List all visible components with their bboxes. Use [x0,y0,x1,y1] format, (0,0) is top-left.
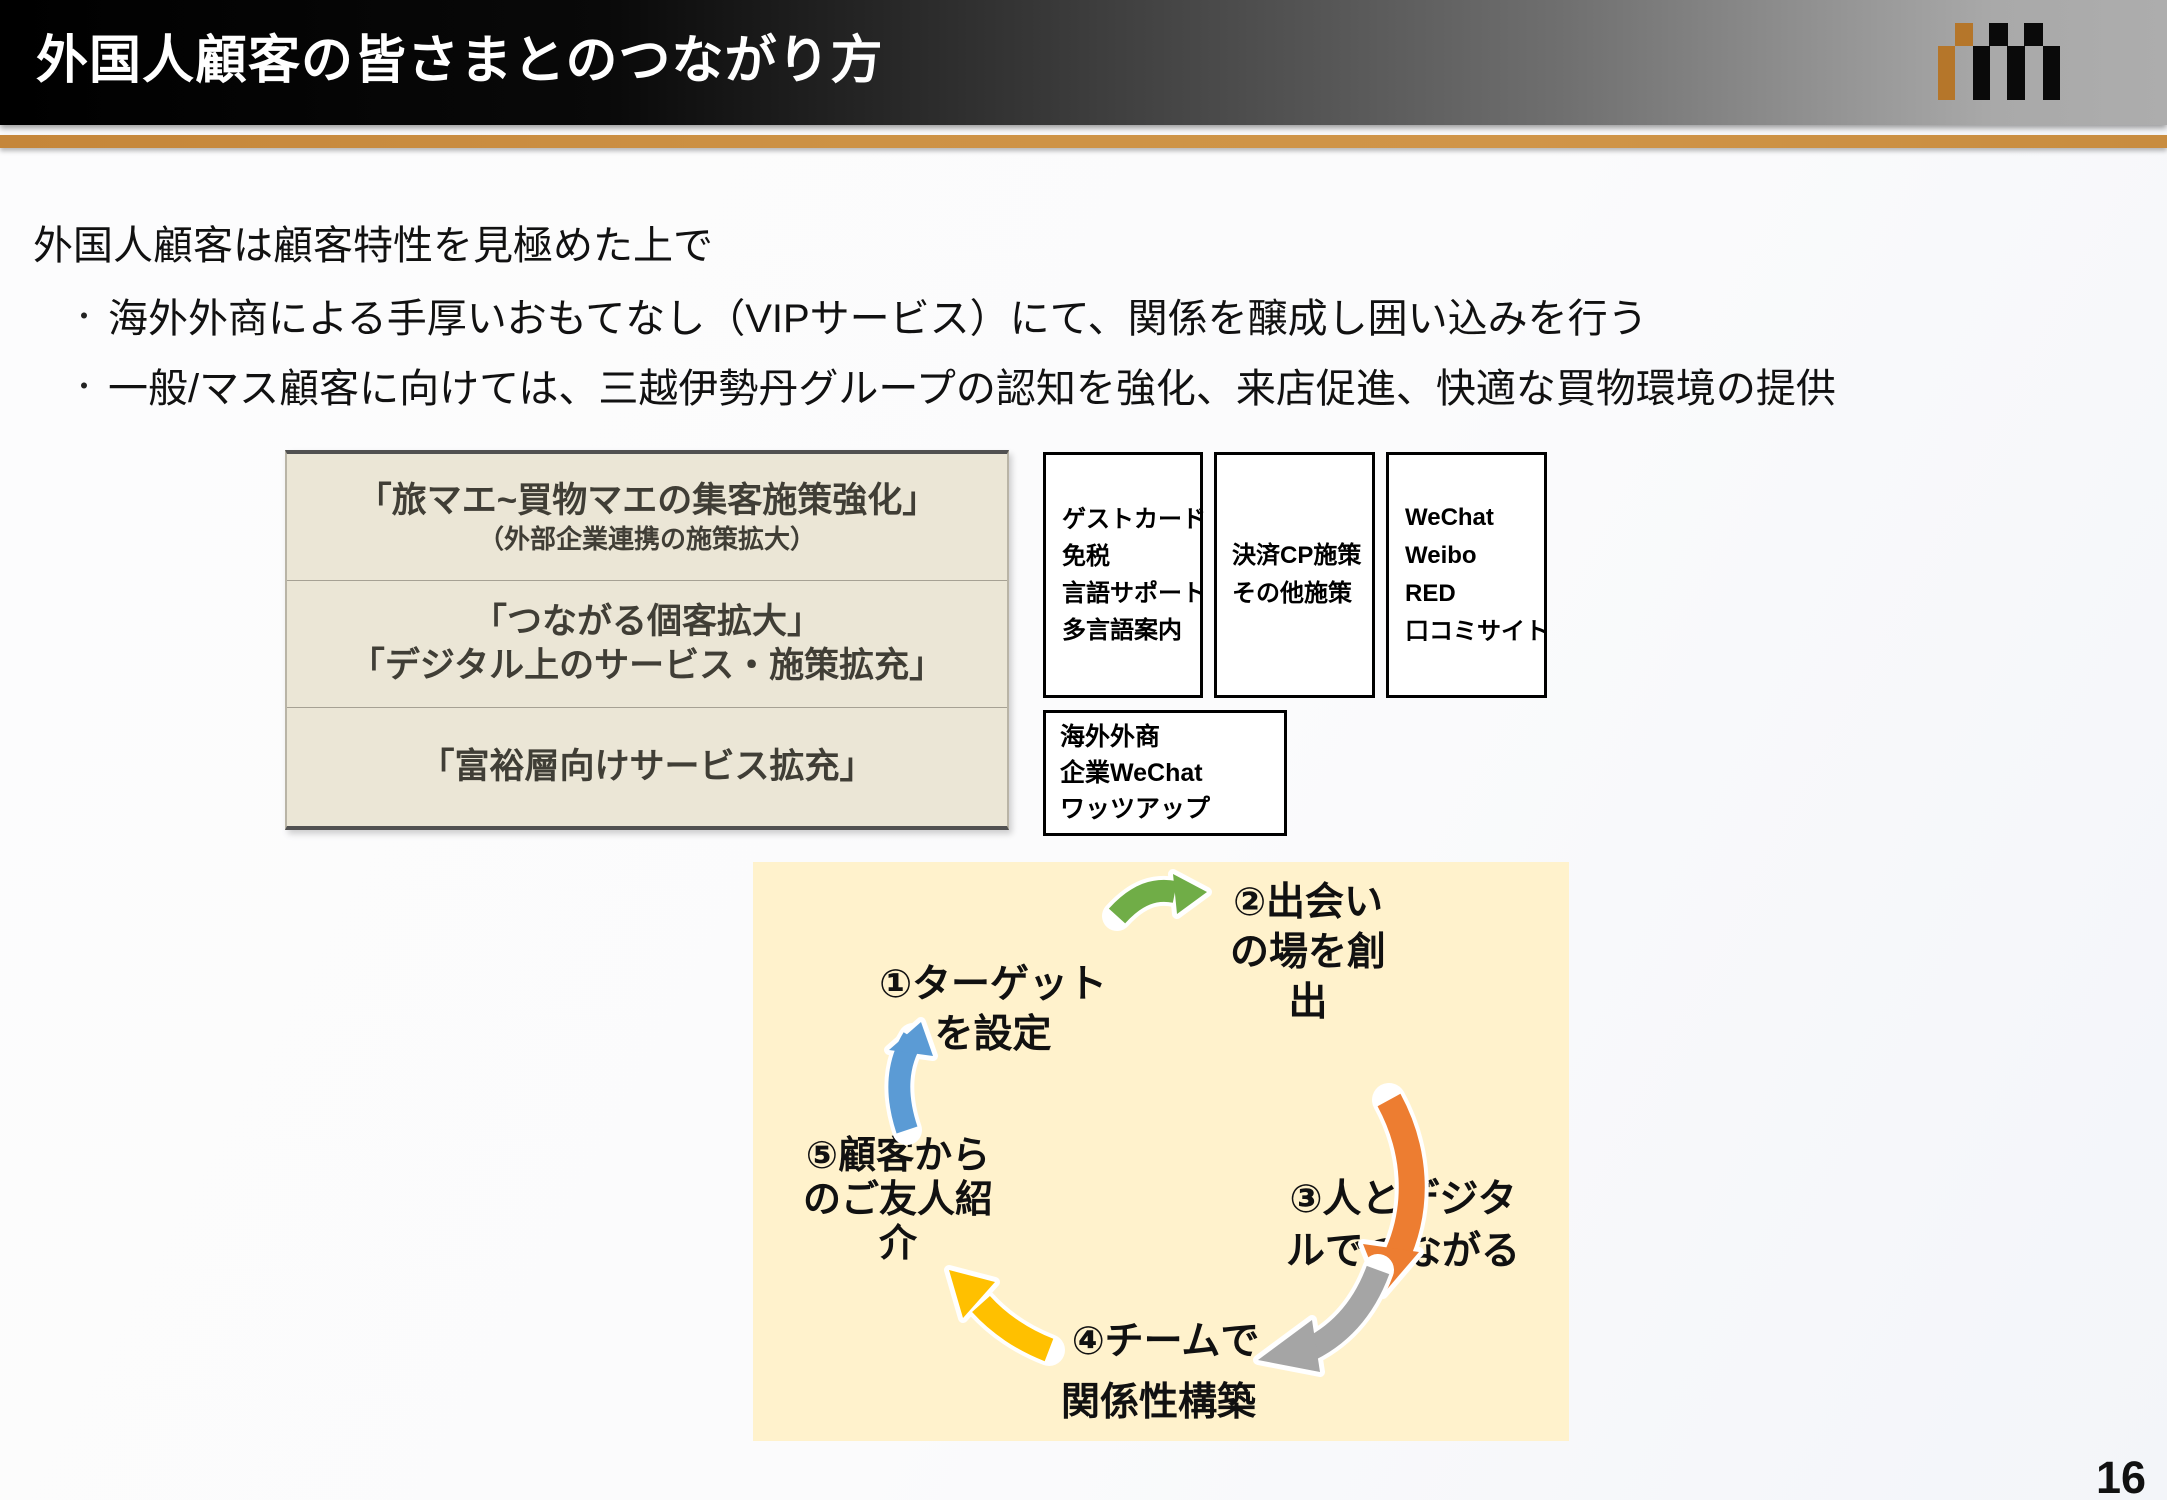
arrow-step1-to-step2-icon [1102,869,1212,931]
strategy-row-3: 「富裕層向けサービス拡充」 [287,708,1007,826]
strategy-row-line: 「デジタル上のサービス・施策拡充」 [349,646,945,685]
cycle-step-1: ①ターゲット を設定 [853,960,1133,1060]
cycle-step-2: ②出会い の場を創 出 [1203,878,1413,1028]
measure-line: 多言語案内 [1062,617,1182,644]
measure-line: WeChat [1405,504,1494,531]
measure-line: ワッツアップ [1060,795,1211,823]
measure-line: ゲストカード [1062,506,1206,533]
measure-line: 決済CP施策 [1232,542,1362,569]
measure-line: 言語サポート [1062,580,1206,607]
arrow-step4-to-step5-icon [944,1265,1065,1366]
arrow-step3-to-step4-icon [1253,1254,1394,1377]
page-title: 外国人顧客の皆さまとのつながり方 [36,32,884,90]
bullet-item: ・ 一般/マス顧客に向けては、三越伊勢丹グループの認知を強化、来店促進、快適な買… [60,356,1836,414]
measure-line: その他施策 [1232,580,1352,607]
mitsukoshi-isetan-logo [1938,23,2062,101]
measure-line: 口コミサイト [1405,618,1549,645]
arrow-step5-to-step1-icon [884,1017,938,1145]
bullet-text: 海外外商による手厚いおもてなし（VIPサービス）にて、関係を醸成し囲い込みを行う [108,297,1648,341]
logo-orange-square [1955,23,1973,46]
logo-black-square [2024,23,2043,46]
measure-line: 海外外商 [1060,723,1161,751]
measure-line: RED [1405,580,1456,607]
cycle-step-line: ①ターゲット [878,963,1108,1006]
strategy-row-2: 「つながる個客拡大」 「デジタル上のサービス・施策拡充」 [287,581,1007,708]
measure-line: 免税 [1062,543,1110,570]
logo-black-bar [1973,46,1990,100]
measure-line: Weibo [1405,542,1477,569]
strategy-row-line: 「つながる個客拡大」 [471,602,822,641]
logo-black-bar [2043,46,2060,100]
bullet-text: 一般/マス顧客に向けては、三越伊勢丹グループの認知を強化、来店促進、快適な買物環… [108,367,1836,411]
cycle-step-4-sub: 関係性構築 [1051,1378,1266,1428]
cycle-panel: ①ターゲット を設定 ②出会い の場を創 出 ③人とデジタ ルでつながる ④チー… [753,862,1569,1441]
bullet-icon: ・ [69,301,98,332]
cycle-step-line: ②出会い [1232,881,1384,924]
cycle-step-line: のご友人紹 [802,1179,993,1221]
logo-orange-bar [1938,46,1955,100]
cycle-step-line: 関係性構築 [1060,1381,1256,1424]
accent-divider-bar [0,135,2167,148]
cycle-step-line: 介 [878,1223,917,1265]
lead-sentence: 外国人顧客は顧客特性を見極めた上で [33,224,713,268]
measure-box-guest-services: ゲストカード 免税 言語サポート 多言語案内 [1043,452,1206,698]
cycle-step-line: の場を創 [1229,931,1386,974]
cycle-step-line: ④チームで [1071,1320,1260,1363]
strategy-row-1: 「旅マエ~買物マエの集客施策強化」 （外部企業連携の施策拡大） [287,454,1007,581]
measure-line: 企業WeChat [1060,759,1203,787]
page-number: 16 [2096,1452,2147,1500]
logo-black-square [1989,23,2008,46]
header-bar: 外国人顧客の皆さまとのつながり方 [0,0,2167,125]
strategy-row-subtitle: （外部企業連携の施策拡大） [477,524,816,554]
logo-black-bar [2007,46,2025,100]
cycle-step-4: ④チームで [1058,1317,1273,1367]
measure-box-payment: 決済CP施策 その他施策 [1214,452,1375,698]
measure-box-sns: WeChat Weibo RED 口コミサイト [1386,452,1549,698]
cycle-step-line: 出 [1288,981,1328,1024]
cycle-step-line: を設定 [934,1013,1052,1056]
bullet-item: ・ 海外外商による手厚いおもてなし（VIPサービス）にて、関係を醸成し囲い込みを… [60,286,1648,344]
strategy-box: 「旅マエ~買物マエの集客施策強化」 （外部企業連携の施策拡大） 「つながる個客拡… [285,450,1009,830]
cycle-step-5: ⑤顧客から のご友人紹 介 [783,1134,1013,1266]
bullet-icon: ・ [69,371,98,402]
strategy-row-title: 「富裕層向けサービス拡充」 [419,747,875,786]
measure-box-overseas: 海外外商 企業WeChat ワッツアップ [1043,710,1287,836]
strategy-row-title: 「旅マエ~買物マエの集客施策強化」 [356,481,938,520]
